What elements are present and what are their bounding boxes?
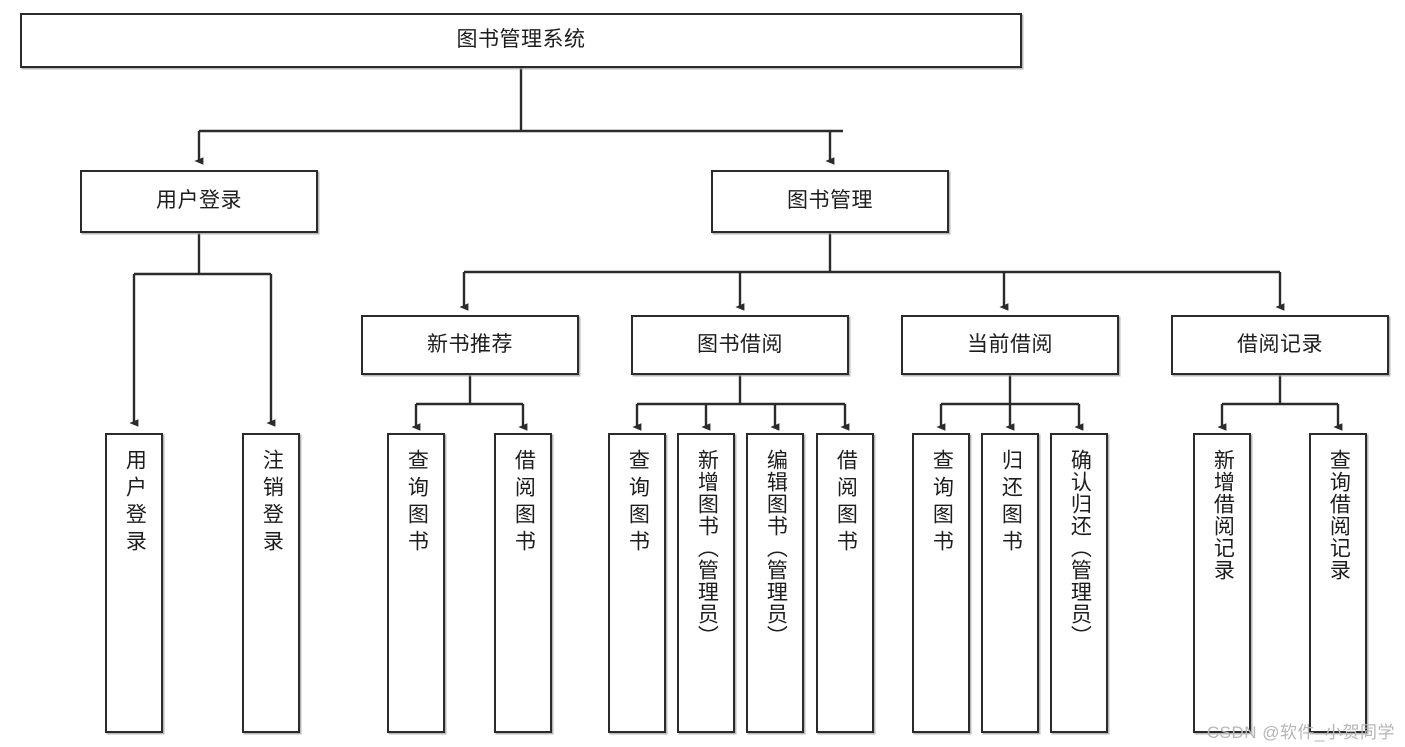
node-leaf-edit-book[interactable]: 编辑图书（管理员）: [746, 433, 804, 733]
node-leaf-logout-login-label: 注销登录: [260, 449, 284, 557]
node-user-login-label: 用户登录: [156, 189, 242, 213]
node-book-borrow[interactable]: 图书借阅: [631, 315, 849, 375]
node-leaf-borrow-book-2[interactable]: 借阅图书: [816, 433, 874, 733]
node-leaf-logout-login[interactable]: 注销登录: [242, 433, 300, 733]
node-leaf-user-login-label: 用户登录: [123, 449, 147, 557]
node-leaf-return-book[interactable]: 归还图书: [981, 433, 1039, 733]
node-borrow-record[interactable]: 借阅记录: [1171, 315, 1389, 375]
node-leaf-query-book-1-label: 查询图书: [405, 449, 429, 557]
node-new-book-recommend[interactable]: 新书推荐: [361, 315, 579, 375]
node-leaf-user-login[interactable]: 用户登录: [105, 433, 163, 733]
node-leaf-add-book[interactable]: 新增图书（管理员）: [677, 433, 735, 733]
node-leaf-query-book-2[interactable]: 查询图书: [608, 433, 666, 733]
node-root[interactable]: 图书管理系统: [20, 13, 1022, 68]
node-leaf-confirm-return-label: 确认归还（管理员）: [1068, 449, 1092, 647]
csdn-watermark: CSDN @软件_小贺同学: [1206, 723, 1395, 742]
node-leaf-add-book-label: 新增图书（管理员）: [695, 449, 719, 647]
node-root-label: 图书管理系统: [456, 28, 586, 52]
node-leaf-query-record[interactable]: 查询借阅记录: [1309, 433, 1367, 733]
node-user-login[interactable]: 用户登录: [80, 170, 318, 233]
node-current-borrow[interactable]: 当前借阅: [901, 315, 1119, 375]
node-leaf-return-book-label: 归还图书: [999, 449, 1023, 557]
node-leaf-add-record-label: 新增借阅记录: [1211, 449, 1235, 581]
node-book-manage[interactable]: 图书管理: [711, 170, 949, 233]
node-leaf-borrow-book-1-label: 借阅图书: [512, 449, 536, 557]
node-current-borrow-label: 当前借阅: [967, 332, 1053, 356]
node-leaf-query-book-3[interactable]: 查询图书: [912, 433, 970, 733]
node-leaf-add-record[interactable]: 新增借阅记录: [1193, 433, 1251, 733]
node-new-book-recommend-label: 新书推荐: [427, 332, 513, 356]
node-book-manage-label: 图书管理: [787, 189, 873, 213]
node-leaf-borrow-book-2-label: 借阅图书: [834, 449, 858, 557]
node-leaf-query-book-1[interactable]: 查询图书: [387, 433, 445, 733]
node-leaf-query-book-2-label: 查询图书: [626, 449, 650, 557]
node-leaf-borrow-book-1[interactable]: 借阅图书: [494, 433, 552, 733]
node-leaf-confirm-return[interactable]: 确认归还（管理员）: [1050, 433, 1108, 733]
node-leaf-query-record-label: 查询借阅记录: [1327, 449, 1351, 581]
node-book-borrow-label: 图书借阅: [697, 332, 783, 356]
node-borrow-record-label: 借阅记录: [1237, 332, 1323, 356]
node-leaf-edit-book-label: 编辑图书（管理员）: [764, 449, 788, 647]
node-leaf-query-book-3-label: 查询图书: [930, 449, 954, 557]
